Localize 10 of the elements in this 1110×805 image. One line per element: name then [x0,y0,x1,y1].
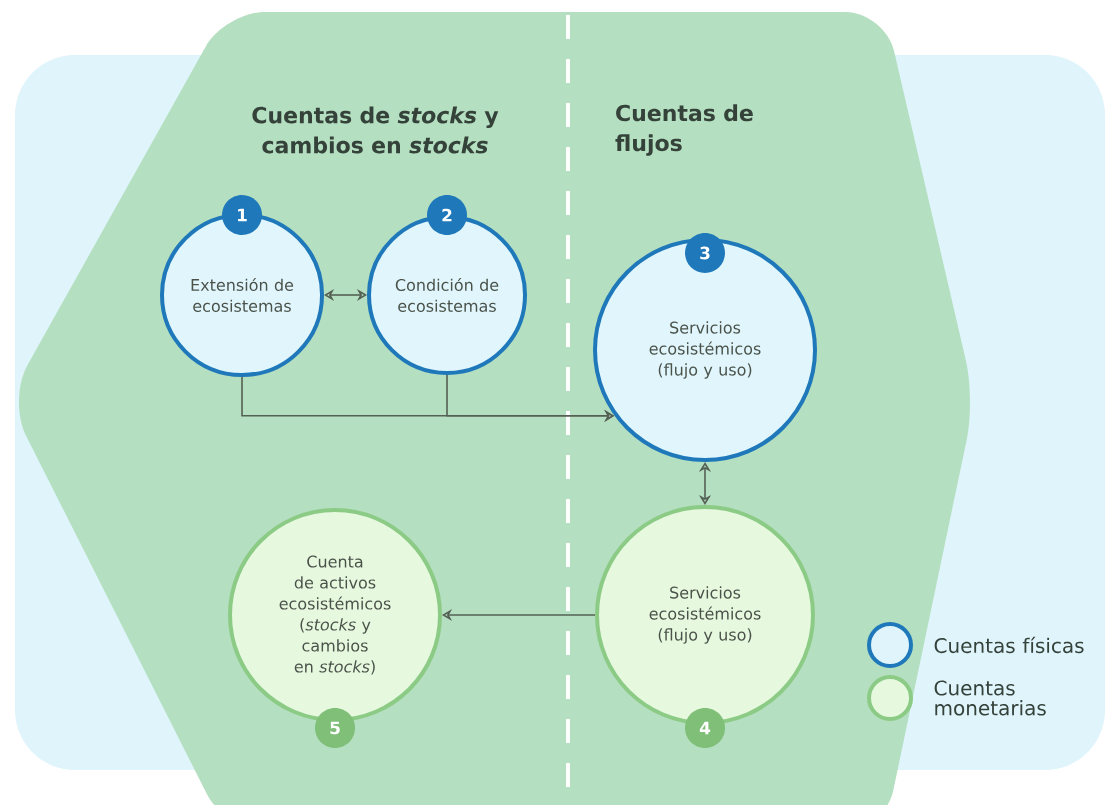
arrow [324,288,367,302]
column-heading: Cuentas de stocks y cambios en stocks [252,106,499,154]
number-badge: 1 [222,195,262,235]
number-badge: 2 [427,195,467,235]
number-badge: 5 [315,708,355,748]
column-heading: Cuentas de flujos [615,104,753,156]
arrow [698,462,712,505]
number-badge: 3 [685,233,725,273]
legend-text: Cuentas monetarias [934,680,1046,716]
legend-text: Cuentas físicas [934,636,1084,654]
